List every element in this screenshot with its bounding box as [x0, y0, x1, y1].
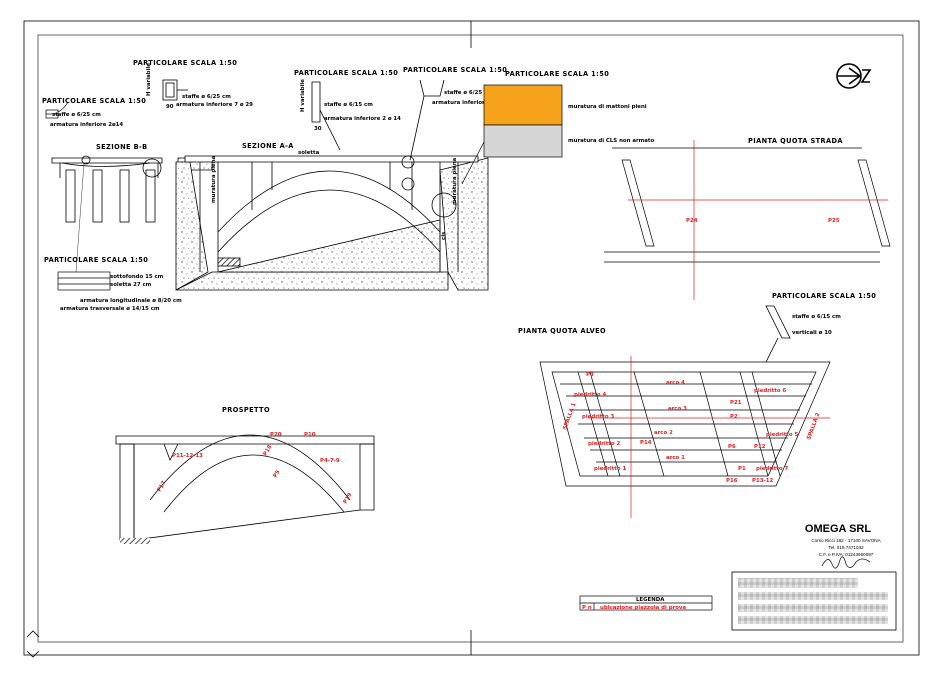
label-arco-1: arco 1 [666, 455, 685, 461]
note-sottofondo: sottofondo 15 cm [110, 274, 164, 280]
label-arco-3: arco 3 [668, 406, 687, 412]
label-arco-4: arco 4 [666, 380, 685, 386]
label-p14: P14 [640, 440, 652, 446]
detail-saddle [409, 79, 445, 161]
note-var-h-2: H variabile [300, 79, 306, 112]
label-arco-2: arco 2 [654, 430, 673, 436]
label-p12: P12 [754, 444, 766, 450]
company-tel: Tel. 019.7471042 [828, 545, 864, 550]
note-cls: cls [441, 232, 447, 240]
label-p24: P24 [686, 218, 698, 224]
signature [821, 556, 871, 569]
north-arrow-icon [836, 63, 872, 89]
company-address: Corso Ricci 182 - 17100 SAVONA [811, 538, 881, 543]
section-bb [51, 155, 163, 223]
plan-river-title: PIANTA QUOTA ALVEO [518, 327, 606, 335]
note-staffe-2: staffe ø 6/25 cm [182, 94, 231, 100]
label-p3: P3 [586, 372, 594, 378]
legend-title: LEGENDA [636, 597, 665, 603]
label-p5: P5 [273, 469, 282, 479]
detail-label-4: PARTICOLARE SCALA 1:50 [403, 66, 507, 74]
detail-label-1: PARTICOLARE SCALA 1:50 [42, 97, 146, 105]
label-p11: P11-12-13 [172, 453, 203, 459]
label-p2: P2 [730, 414, 738, 420]
plan-river [539, 356, 831, 518]
note-arm-long: armatura longitudinale ø 8/20 cm [80, 298, 182, 304]
label-p25: P25 [828, 218, 840, 224]
detail-label-5: PARTICOLARE SCALA 1:50 [505, 70, 609, 78]
label-piedritto-1: piedritto 1 [594, 466, 626, 472]
section-aa-title: SEZIONE A-A [242, 142, 294, 150]
note-brick: muratura di mattoni pieni [568, 104, 647, 110]
label-spalla-2: SPALLA 2 [806, 412, 821, 441]
note-arm-bb: armatura inferiore 2ø14 [50, 122, 123, 128]
dim-90: 90 [166, 104, 174, 110]
label-p17: P17 [157, 480, 168, 493]
note-arm-214-a: armatura inferiore 2 ø 14 [324, 116, 401, 122]
label-piedritto-4: piedritto 4 [574, 392, 606, 398]
detail-label-7: PARTICOLARE SCALA 1:50 [772, 292, 876, 300]
note-staffe-bb: staffe ø 6/25 cm [52, 112, 101, 118]
note-arm-214-b: armatura inferiore 2 ø 14 [432, 100, 509, 106]
label-p21: P21 [730, 400, 742, 406]
label-p18: P18 [263, 444, 274, 457]
label-piedritto-2: piedritto 2 [588, 441, 620, 447]
label-piedritto-6: piedritto 6 [754, 388, 786, 394]
concrete-swatch [483, 124, 563, 158]
plan-road-title: PIANTA QUOTA STRADA [748, 137, 843, 145]
label-piedritto-7: piedritto 7 [756, 466, 788, 472]
company-vat: C.F. e P.IVA: 01243960097 [819, 552, 874, 557]
note-muratura-piena: muratura piena [211, 155, 217, 203]
label-piedritto-3: piedritto 3 [582, 414, 614, 420]
detail-slab [57, 162, 111, 291]
detail-label-2: PARTICOLARE SCALA 1:50 [133, 59, 237, 67]
section-aa [175, 155, 489, 291]
legend-box [579, 595, 713, 611]
sheet-frame [23, 20, 920, 658]
note-arm-2: armatura inferiore 7 ø 29 [176, 102, 253, 108]
detail-vertical [311, 81, 341, 151]
note-muratura-piena-2: muratura piena [452, 157, 458, 205]
label-p1312: P13-12 [752, 478, 773, 484]
title-block [731, 571, 897, 631]
note-staffe-3: staffe ø 6/25 cm [444, 90, 493, 96]
label-p10: P10 [304, 432, 316, 438]
label-p1: P1 [738, 466, 746, 472]
prospetto-title: PROSPETTO [222, 406, 270, 414]
brick-swatch [483, 84, 563, 126]
detail-label-3: PARTICOLARE SCALA 1:50 [294, 69, 398, 77]
prospetto-elevation [115, 434, 375, 544]
plan-road [604, 140, 891, 300]
note-var-h-1: H variabile [146, 63, 152, 96]
label-p16: P16 [726, 478, 738, 484]
detail-label-6: PARTICOLARE SCALA 1:50 [44, 256, 148, 264]
label-p20: P20 [270, 432, 282, 438]
note-verticali: verticali ø 10 [792, 330, 832, 336]
section-bb-title: SEZIONE B-B [96, 143, 148, 151]
note-staffe-615: staffe ø 6/15 cm [324, 102, 373, 108]
label-p6: P6 [728, 444, 736, 450]
legend-value: ubicazione piazzola di prova [600, 605, 686, 611]
detail-pillar [162, 79, 188, 101]
label-p4: P4-7-9 [320, 458, 340, 464]
label-piedritto-5: piedritto 5 [766, 432, 798, 438]
detail-bb-small [45, 101, 69, 119]
note-staffe-615-b: staffe ø 6/15 cm [792, 314, 841, 320]
company-name: OMEGA SRL [805, 523, 871, 535]
dim-30: 30 [314, 126, 322, 132]
label-p19: P19 [343, 492, 354, 505]
legend-key: P n [582, 605, 592, 611]
note-concrete: muratura di CLS non armato [568, 138, 654, 144]
note-soletta: soletta [298, 150, 320, 156]
note-soletta27: soletta 27 cm [110, 282, 152, 288]
prospetto-labels: P11-12-13 P20 P10 P4-7-9 P17 P18 P5 P19 [157, 432, 354, 505]
note-arm-trasv: armatura trasversale ø 14/15 cm [60, 306, 160, 312]
